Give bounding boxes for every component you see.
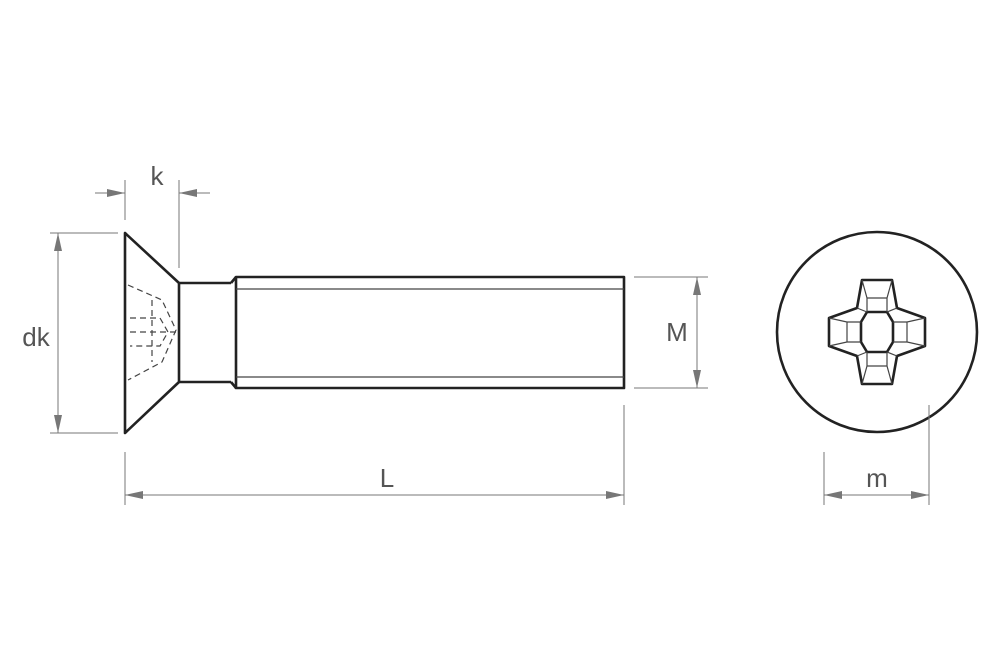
dimension-m: m <box>823 405 930 505</box>
screw-shank <box>234 275 626 390</box>
screw-head-top-view <box>775 230 979 434</box>
thread-chamfer <box>230 276 237 389</box>
label-L: L <box>380 463 394 493</box>
head-circle <box>775 230 979 434</box>
label-dk: dk <box>22 322 50 352</box>
screw-neck <box>179 281 231 384</box>
dimension-L: L <box>124 405 625 505</box>
label-M: M <box>666 317 688 347</box>
recess-hidden-lines <box>127 284 177 381</box>
pozidriv-recess <box>827 278 927 386</box>
label-k: k <box>151 161 165 191</box>
dimension-dk: dk <box>22 232 118 434</box>
dimension-M: M <box>634 276 708 389</box>
dimension-k: k <box>95 161 210 268</box>
screw-side-view <box>123 231 626 435</box>
label-m: m <box>866 463 888 493</box>
